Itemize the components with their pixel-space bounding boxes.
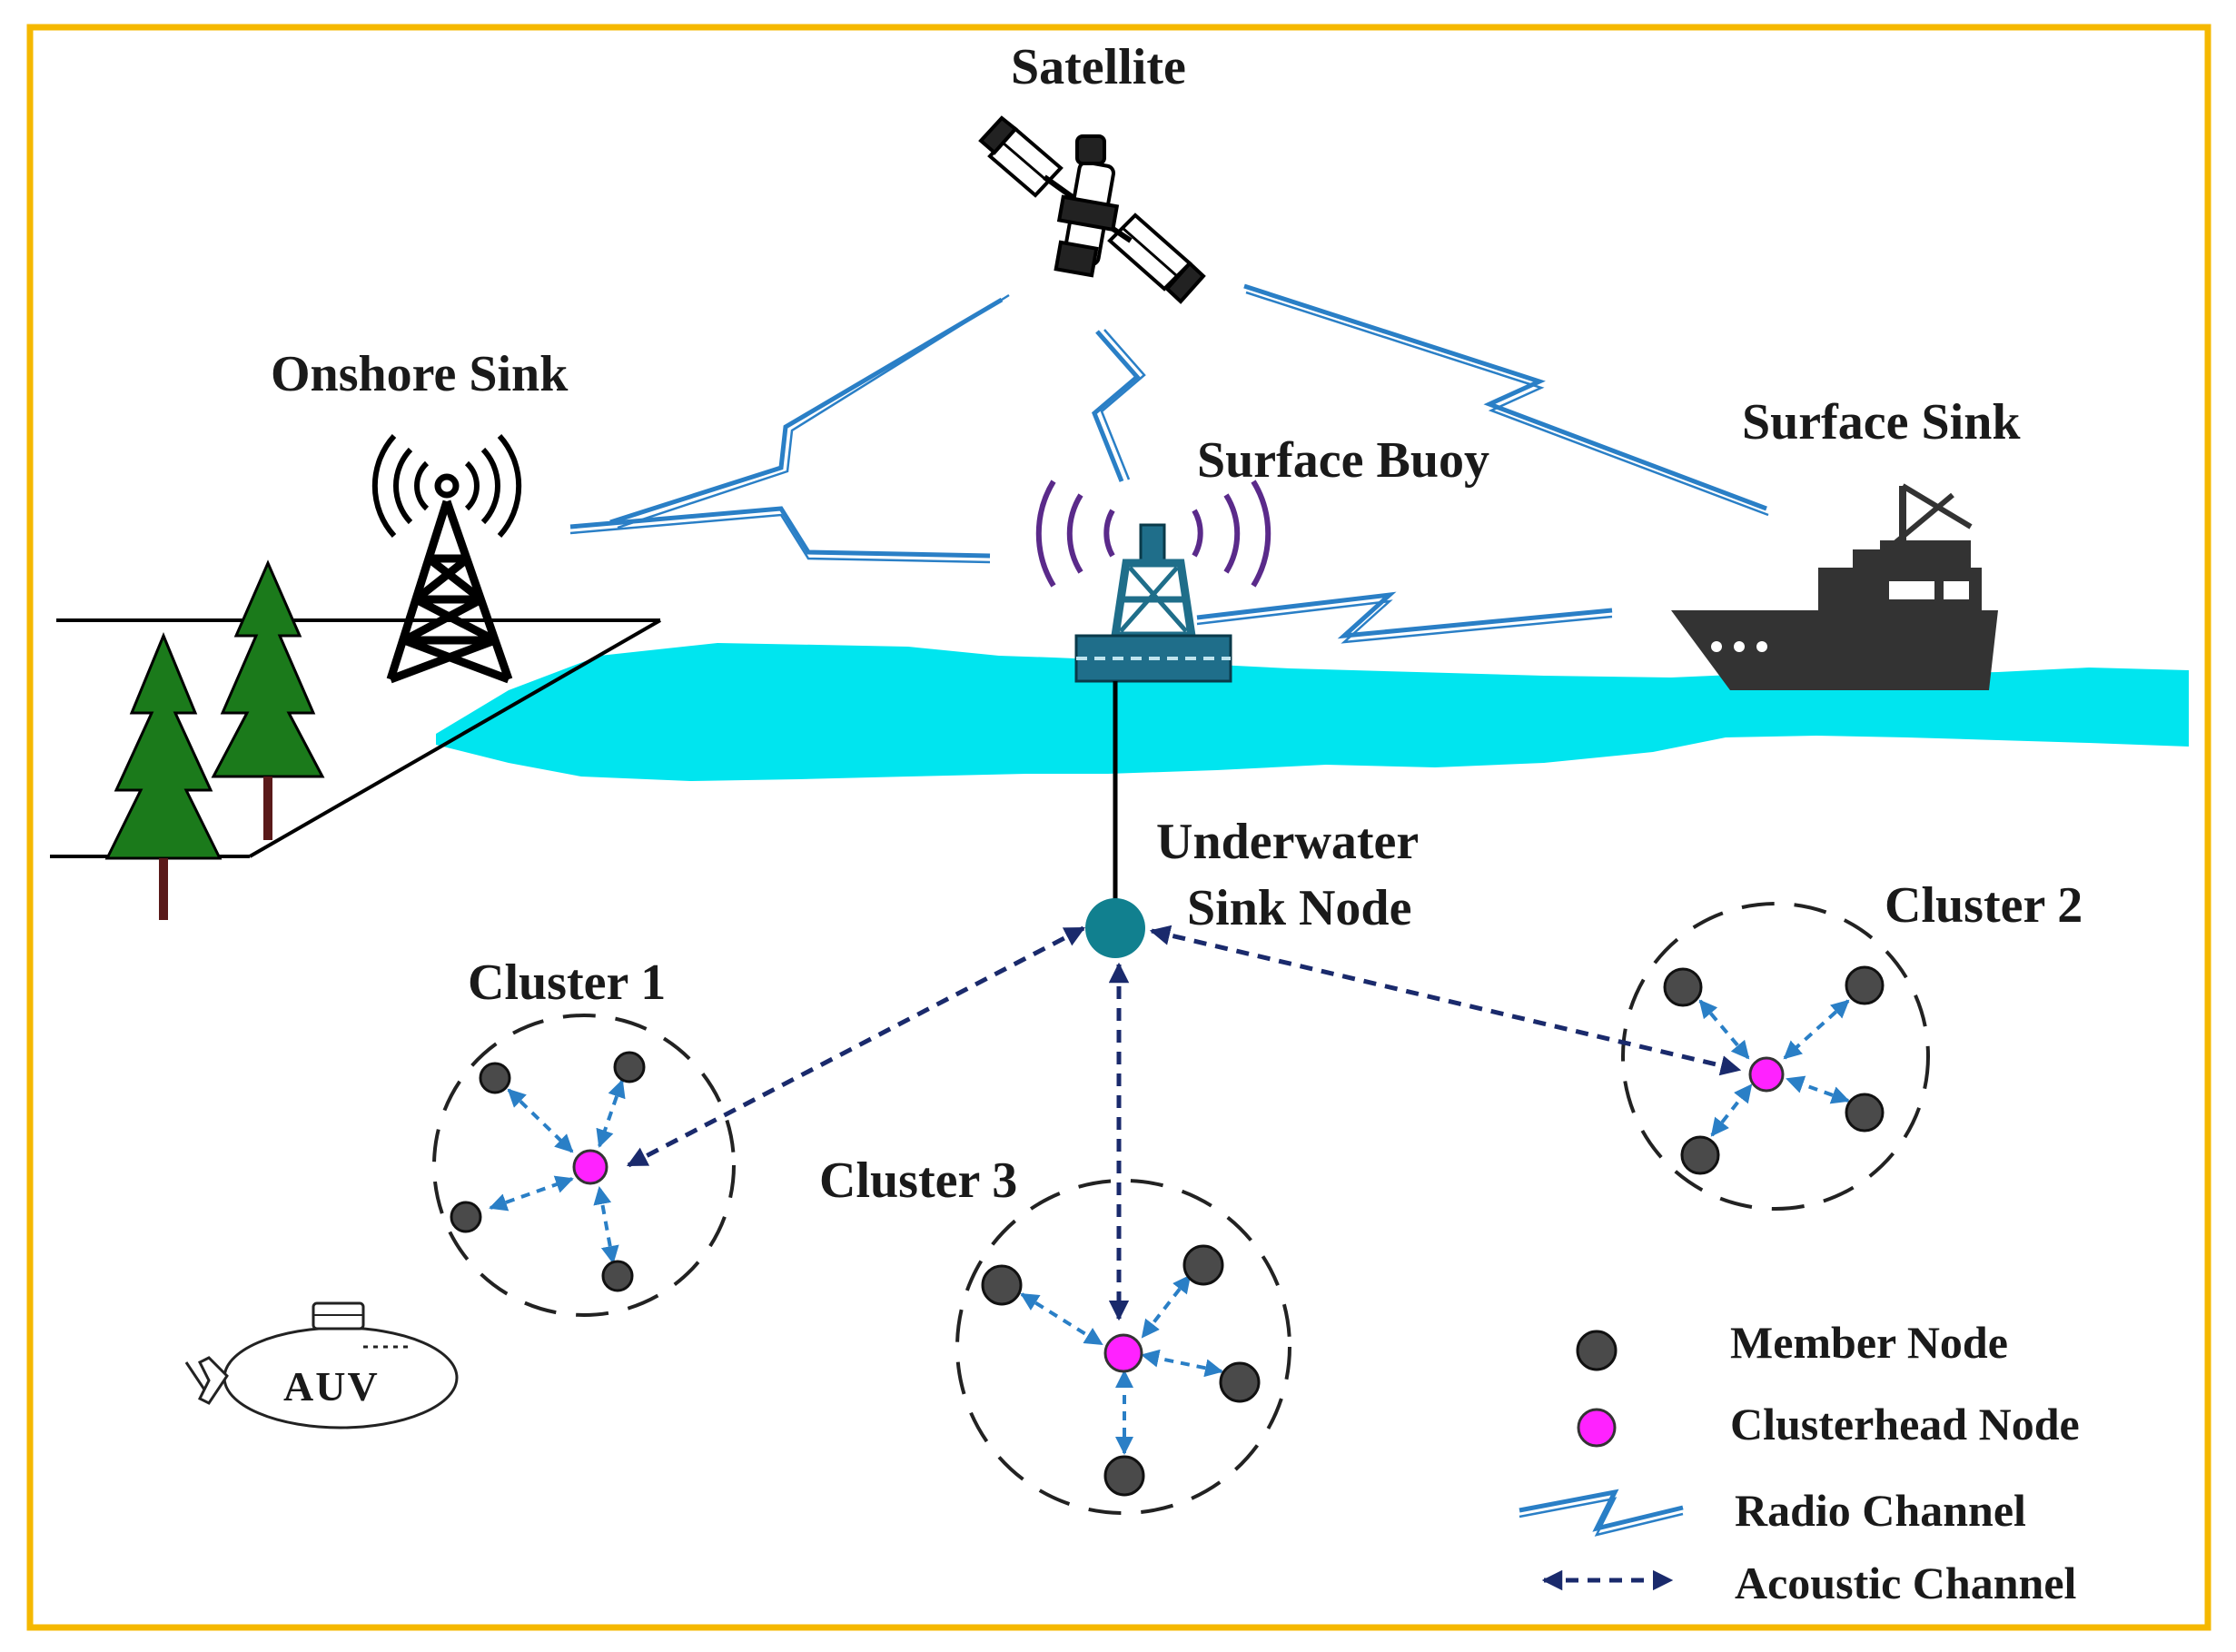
- auv-icon: AUV: [184, 1301, 459, 1429]
- legend-acoustic-label: Acoustic Channel: [1735, 1558, 2077, 1608]
- member-node: [1182, 1244, 1224, 1286]
- buoy-icon: [1035, 480, 1271, 683]
- radio-channel: [1243, 283, 1769, 517]
- member-node: [1680, 1135, 1720, 1175]
- tree-icon: [211, 559, 325, 840]
- auv-label: AUV: [283, 1363, 380, 1410]
- satellite-icon: [978, 115, 1206, 304]
- member-node: [981, 1264, 1023, 1306]
- underwater-sink-node: [1085, 898, 1145, 958]
- surface-sink-label: Surface Sink: [1742, 394, 2021, 450]
- radio-tower-icon: [371, 433, 522, 684]
- member-node: [1103, 1455, 1145, 1497]
- legend-radio-swatch: [1519, 1489, 1684, 1537]
- cluster-3-boundary: [955, 1179, 1291, 1515]
- cluster-links: [489, 999, 1850, 1455]
- member-node: [1219, 1361, 1261, 1403]
- tree-icon: [104, 632, 223, 920]
- onshore-sink-label: Onshore Sink: [271, 346, 569, 402]
- radio-channel: [1092, 329, 1146, 482]
- member-node: [479, 1062, 511, 1094]
- clusterhead-node: [1103, 1333, 1143, 1373]
- satellite-label: Satellite: [1011, 39, 1186, 95]
- cluster-1-label: Cluster 1: [468, 955, 666, 1011]
- member-node: [1845, 965, 1885, 1005]
- cluster-3-label: Cluster 3: [819, 1152, 1017, 1209]
- radio-channel: [1196, 591, 1613, 644]
- underwater-sink-label-line2: Sink Node: [1187, 880, 1411, 936]
- member-nodes: [450, 965, 1885, 1497]
- legend-clusterhead-swatch: [1577, 1408, 1617, 1448]
- cluster-2-label: Cluster 2: [1885, 877, 2083, 934]
- legend-clusterhead-label: Clusterhead Node: [1730, 1399, 2080, 1449]
- member-node: [450, 1201, 482, 1233]
- legend-member-node-label: Member Node: [1730, 1317, 2008, 1368]
- legend-member-node-swatch: [1576, 1330, 1618, 1371]
- radio-channel: [609, 293, 1010, 529]
- surface-buoy-label: Surface Buoy: [1197, 432, 1489, 489]
- member-node: [1663, 967, 1703, 1007]
- clusterhead-nodes: [572, 1056, 1785, 1373]
- member-node: [613, 1051, 646, 1083]
- legend-radio-label: Radio Channel: [1735, 1485, 2026, 1536]
- radio-channel: [569, 506, 991, 564]
- acoustic-channel: [627, 925, 1742, 1321]
- member-node: [601, 1260, 634, 1292]
- clusterhead-node: [1748, 1056, 1785, 1093]
- clusterhead-node: [572, 1149, 608, 1185]
- legend: Member Node Clusterhead Node Radio Chann…: [1519, 1317, 2080, 1608]
- member-node: [1845, 1093, 1885, 1133]
- underwater-sink-label-line1: Underwater: [1156, 814, 1419, 870]
- ship-icon: [1671, 483, 1998, 690]
